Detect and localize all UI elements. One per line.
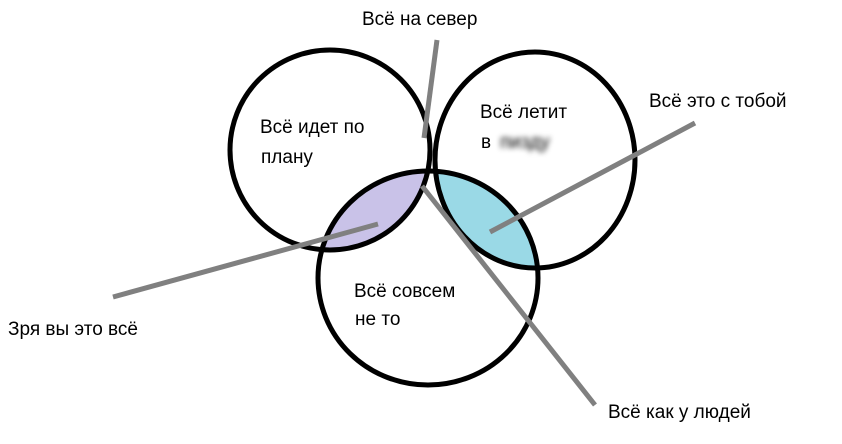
pointer-line-top [421,39,440,139]
right-circle-label-line2-prefix: в [481,132,491,153]
overlap-right-bottom [435,171,538,268]
left-circle-label-line2: плану [261,147,313,168]
callout-right: Всё это с тобой [649,91,787,112]
right-circle-label-line1: Всё летит [480,102,567,123]
circle-left [227,47,433,253]
callout-top: Всё на север [362,9,477,30]
bottom-circle-label-line1: Всё совсем [354,281,455,302]
pointer-line-left [112,221,379,300]
circle-right [432,49,638,271]
bottom-circle-label-line2: не то [355,309,400,330]
right-circle-label-blurred-word: пизду [500,132,550,153]
circle-bottom [315,168,541,388]
callout-left: Зря вы это всё [8,319,138,340]
left-circle-label-line1: Всё идет по [260,117,365,138]
pointer-line-bottom [420,184,597,407]
callout-bottom: Всё как у людей [608,402,751,423]
pointer-line-right [488,120,697,235]
